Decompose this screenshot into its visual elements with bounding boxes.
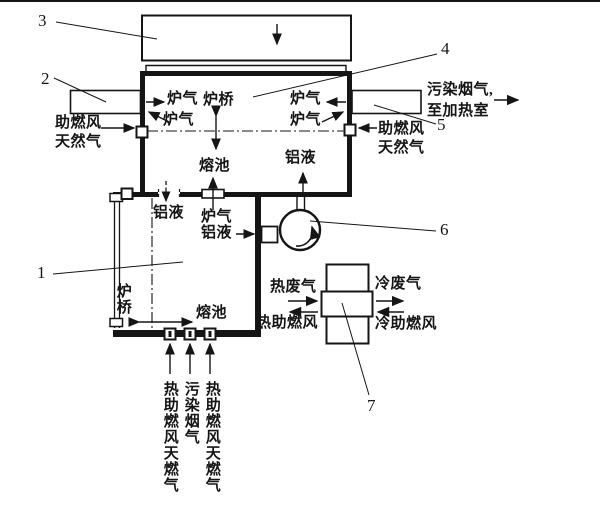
label-aluminum-to-pump: 铝液 (201, 225, 233, 241)
right-duct (351, 89, 422, 115)
label-cold-waste-gas: 冷废气 (375, 276, 422, 292)
label-furnace-gas-mid-left: 炉气 (163, 112, 195, 128)
callout-4: 4 (441, 39, 450, 58)
callout-1: 1 (37, 263, 46, 282)
door-cap-bottom (109, 317, 124, 328)
callout-3: 3 (38, 11, 47, 30)
leader-7 (341, 302, 370, 396)
heat-exchanger-core (320, 290, 374, 318)
label-furnace-bridge-upper: 炉桥 (203, 92, 235, 108)
leader-4 (252, 53, 438, 98)
label-bottom-feed-3: 热助燃风天燃气 (203, 381, 220, 493)
left-duct (69, 89, 142, 115)
label-bottom-feed-1: 热助燃风天燃气 (161, 381, 178, 493)
pump-circle (278, 208, 322, 252)
label-hot-waste-gas: 热废气 (270, 279, 317, 295)
label-natural-gas-right: 天然气 (378, 140, 425, 156)
leader-1 (52, 261, 184, 275)
lower-chamber-right-wall (255, 197, 261, 337)
label-melt-pool-upper: 熔池 (199, 158, 231, 174)
leader-5 (373, 104, 437, 125)
pump-inlet-box (260, 225, 279, 244)
label-aluminum-lower-top: 铝液 (153, 205, 185, 221)
label-furnace-gas-upper-right: 炉气 (290, 91, 322, 107)
bottom-burner-1-core (168, 331, 172, 337)
page-top-rule (0, 0, 600, 2)
upper-chamber-lid (145, 64, 347, 71)
callout-5: 5 (437, 115, 446, 134)
label-natural-gas-left: 天然气 (55, 134, 102, 150)
label-furnace-bridge-lower: 炉桥 (114, 283, 131, 315)
label-combustion-air-left: 助燃风 (55, 115, 102, 131)
label-hot-combustion-air: 热助燃风 (256, 315, 319, 331)
callout-2: 2 (41, 69, 50, 88)
label-melt-pool-lower: 熔池 (196, 305, 228, 321)
label-combustion-air-right: 助燃风 (378, 121, 425, 137)
callout-6: 6 (440, 220, 449, 239)
lower-top-burner-port (120, 187, 134, 200)
left-burner-port (135, 125, 149, 139)
aluminum-opening-gap (158, 190, 180, 198)
furnace-gas-arrow-right-out (321, 111, 345, 123)
leader-3 (55, 21, 158, 40)
charge-hood-box (141, 14, 352, 62)
right-burner-port (343, 123, 357, 137)
furnace-gas-arrow-left-out (147, 111, 170, 123)
label-cold-combustion-air: 冷助燃风 (375, 316, 438, 332)
label-furnace-gas-mid-right: 炉气 (290, 112, 322, 128)
bottom-burner-3-core (208, 331, 212, 337)
leader-2 (53, 77, 107, 103)
label-furnace-gas-lower: 炉气 (201, 209, 233, 225)
bottom-burner-2-core (188, 331, 192, 337)
callout-7: 7 (367, 396, 376, 415)
label-bottom-feed-2: 污染烟气 (182, 381, 199, 445)
pump-rotation-arrow (295, 225, 321, 247)
label-to-heating-chamber: 至加热室 (427, 103, 490, 119)
label-polluted-flue-gas: 污染烟气, (427, 82, 494, 98)
label-furnace-gas-upper-left: 炉气 (167, 91, 199, 107)
label-aluminum-upper: 铝液 (285, 150, 317, 166)
leader-6 (309, 220, 437, 232)
